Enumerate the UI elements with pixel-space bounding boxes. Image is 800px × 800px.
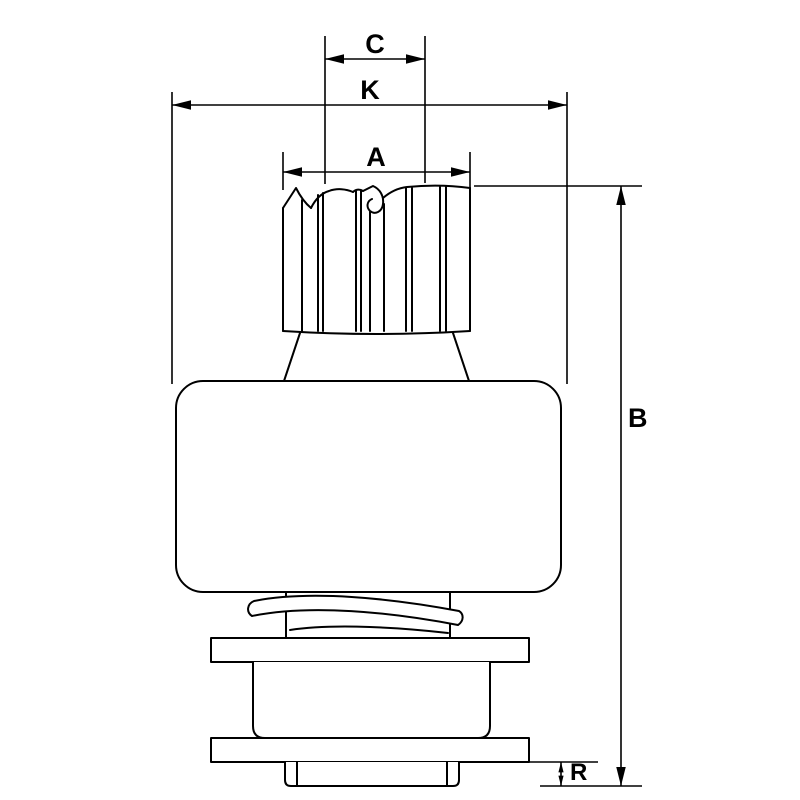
dim-label-b: B [628, 403, 648, 433]
flange-lower [210, 737, 530, 763]
dim-label-r: R [570, 759, 587, 786]
helix-thread-band [247, 594, 464, 626]
dim-label-k: K [360, 75, 380, 105]
bottom-collar-outline [284, 762, 460, 787]
dimension-c: C [324, 29, 426, 184]
gear-tooth-top-curl [362, 185, 385, 214]
flange-upper [210, 637, 530, 663]
helix-thread-line [289, 625, 449, 634]
neck-line [452, 332, 470, 382]
gear-bottom-edge [282, 330, 471, 335]
dim-label-a: A [366, 142, 386, 172]
dimension-k: K [171, 75, 568, 384]
dim-label-c: C [365, 29, 385, 59]
pinion-gear [282, 184, 471, 335]
dimension-a: A [282, 142, 471, 190]
starter-drive-part [175, 184, 562, 787]
dimension-b: B [474, 185, 648, 787]
gear-tooth-top [310, 188, 354, 209]
dimension-r: R [529, 759, 598, 786]
neck-line [283, 332, 301, 382]
gear-tooth-top [382, 184, 471, 199]
bottom-collar [284, 761, 460, 787]
drum-body [252, 662, 491, 739]
helix-spline [247, 591, 464, 638]
clutch-body [175, 380, 562, 593]
gear-tooth-top [282, 187, 312, 209]
